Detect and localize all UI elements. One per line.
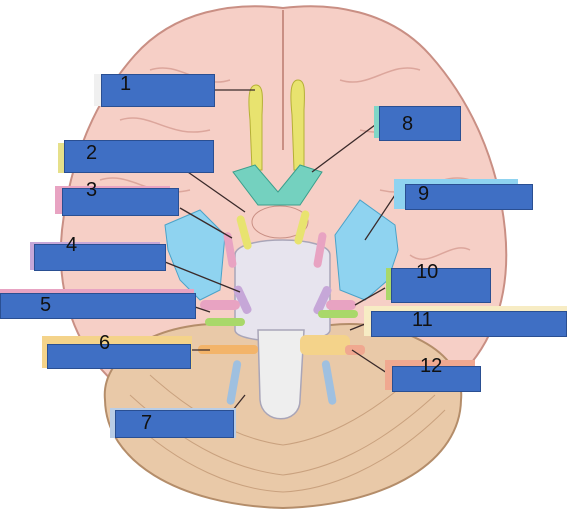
answer-box-6[interactable] [47,344,191,369]
accessory-nerve-right [345,345,365,355]
leader-lines [164,89,396,411]
glossopharyngeal-nerve-left [198,345,258,354]
label-9-number: 9 [418,183,430,205]
trochlear-nerve-left [223,232,237,268]
facial-nerve-left [205,318,245,326]
medulla [257,329,305,420]
hypoglossal-nerve-left [226,360,242,405]
label-7-number: 7 [141,412,153,434]
abducens-nerve-right [326,300,356,310]
trigeminal-nerve-right [313,286,332,315]
label-1-number: 1 [120,73,132,95]
answer-box-11[interactable] [371,311,567,337]
label-2-number: 2 [86,142,98,164]
oculomotor-nerve-left [236,215,252,250]
answer-box-2[interactable] [64,140,214,173]
answer-box-12[interactable] [392,366,481,392]
label-12-number: 12 [420,355,443,377]
oculomotor-nerve-right [294,210,310,245]
label-5-number: 5 [40,294,52,316]
answer-box-10[interactable] [391,268,491,303]
label-6-number: 6 [99,332,111,354]
optic-chiasm [232,164,323,206]
label-10-number: 10 [416,261,439,283]
vessels-right [334,199,399,301]
trochlear-nerve-right [313,232,327,268]
abducens-nerve-left [200,300,240,310]
answer-box-5[interactable] [0,293,196,319]
answer-box-1[interactable] [101,74,215,107]
label-1-tint [94,74,104,106]
answer-box-3[interactable] [62,188,179,216]
answer-box-4[interactable] [34,244,166,271]
vessels-left [164,209,226,301]
facial-nerve-right [318,310,358,318]
pons [234,239,331,342]
label-3-number: 3 [86,179,98,201]
hypoglossal-nerve-right [321,360,337,405]
answer-box-8[interactable] [379,106,461,141]
trigeminal-nerve-left [233,285,252,314]
pituitary-stalk [251,205,309,239]
answer-box-9[interactable] [405,184,533,210]
label-11-number: 11 [412,309,433,331]
vagus-nerve-right [300,335,350,355]
answer-box-7[interactable] [115,410,234,438]
label-4-number: 4 [66,234,78,256]
label-8-number: 8 [402,113,414,135]
